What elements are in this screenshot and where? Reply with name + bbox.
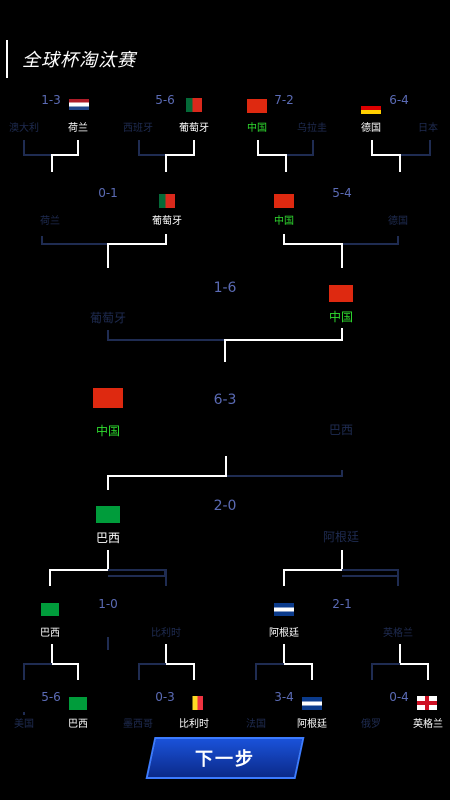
match-score: 1-6 [213,280,237,296]
team-loser: 西班牙 [123,123,153,134]
champion-team: 中国 [95,424,120,438]
match-score: 2-0 [213,498,237,514]
match-score: 7-2 [274,93,294,107]
page-title: 全球杯淘汰赛 [22,50,136,71]
match-score: 1-0 [98,597,118,611]
runner-up-team: 巴西 [328,423,353,437]
belgium-flag-icon [187,696,203,710]
team-winner: 巴西 [68,719,88,730]
match-score: 0-4 [389,690,409,704]
team-loser: 德国 [388,216,408,227]
brazil-flag-icon [96,506,120,523]
team-winner: 巴西 [95,531,120,545]
match-score: 5-4 [332,186,352,200]
next-step-label: 下一步 [195,749,255,770]
match-score: 2-1 [332,597,352,611]
argentina-flag-icon [302,697,322,710]
team-winner: 葡萄牙 [152,216,182,227]
match-score: 5-6 [41,690,61,704]
team-winner: 阿根廷 [269,628,299,639]
match-score: 5-6 [155,93,175,107]
match-score: 6-4 [389,93,409,107]
argentina-flag-icon [274,603,294,616]
team-loser: 阿根廷 [322,530,359,544]
title-accent-bar [6,40,8,78]
team-winner: 中国 [328,310,353,324]
team-loser: 葡萄牙 [89,311,126,325]
england-flag-icon [417,696,437,710]
team-winner: 葡萄牙 [179,123,209,134]
team-loser: 法国 [246,719,266,730]
team-winner: 巴西 [40,628,60,639]
team-winner: 荷兰 [68,123,88,134]
portugal-flag-icon [186,98,202,112]
team-loser: 墨西哥 [123,719,153,730]
china-flag-icon [93,388,123,408]
germany-flag-icon [361,102,381,114]
match-score: 1-3 [41,93,61,107]
team-loser: 澳大利 [9,123,39,134]
team-winner: 中国 [247,123,267,134]
team-winner: 阿根廷 [297,719,327,730]
team-winner: 英格兰 [413,719,443,730]
china-flag-icon [329,285,353,302]
team-loser: 俄罗 [361,719,381,730]
china-flag-icon [274,194,294,208]
match-score: 3-4 [274,690,294,704]
china-flag-icon [247,99,267,113]
team-loser: 美国 [14,719,34,730]
team-loser: 比利时 [151,628,181,639]
team-winner: 德国 [361,123,381,134]
team-loser: 英格兰 [383,628,413,639]
portugal-flag-icon [159,194,175,208]
team-loser: 日本 [418,123,438,134]
brazil-flag-icon [69,697,87,710]
match-score: 0-1 [98,186,118,200]
team-loser: 荷兰 [40,216,60,227]
next-step-button[interactable]: 下一步 [145,737,305,779]
match-score: 0-3 [155,690,175,704]
team-winner: 中国 [274,216,294,227]
team-winner: 比利时 [179,719,209,730]
final-score: 6-3 [213,392,237,408]
brazil-flag-icon [41,603,59,616]
netherlands-flag-icon [69,99,89,110]
team-loser: 乌拉圭 [297,123,327,134]
